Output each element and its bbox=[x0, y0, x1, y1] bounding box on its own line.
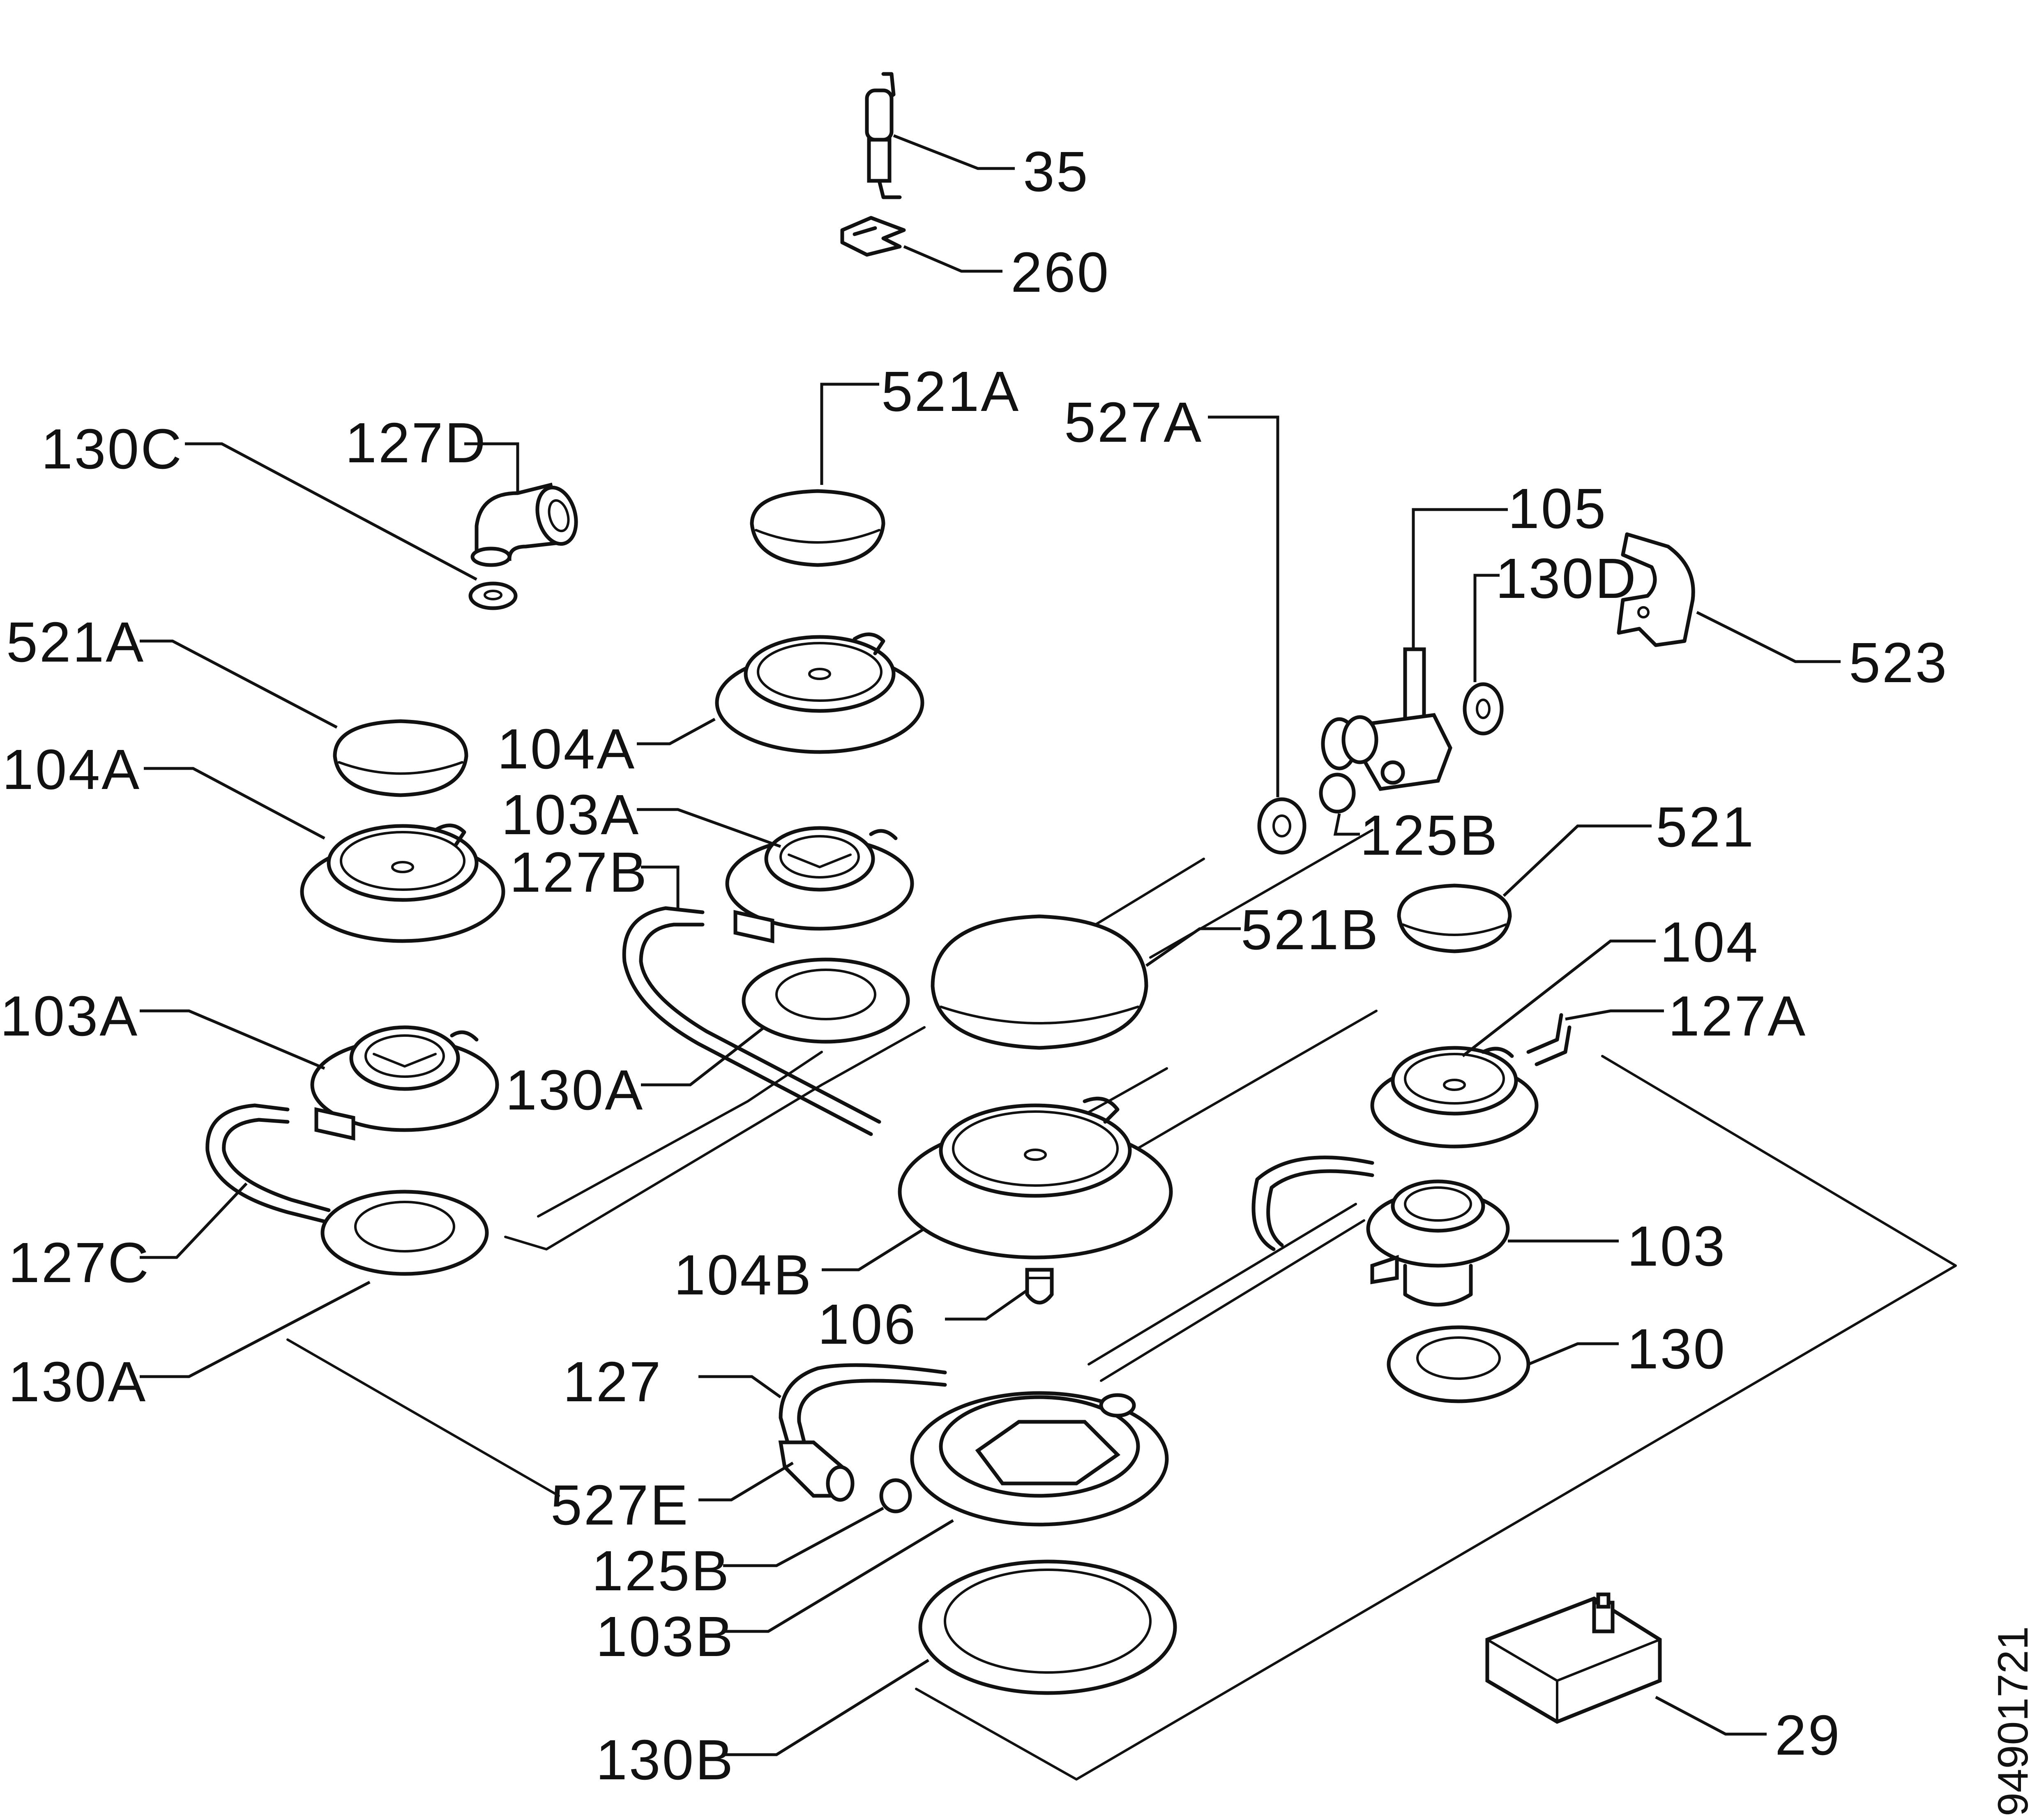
leader-lines bbox=[140, 134, 1841, 1756]
part-127A-pipe bbox=[1526, 1013, 1572, 1066]
label-130B: 130B bbox=[596, 1728, 735, 1792]
part-521A-left-burner-cap bbox=[333, 719, 468, 797]
part-521A-top-burner-cap bbox=[750, 489, 885, 567]
label-103A-center: 103A bbox=[501, 783, 640, 847]
part-127-bottom-pipe bbox=[779, 1363, 947, 1449]
label-523: 523 bbox=[1849, 631, 1948, 694]
label-29: 29 bbox=[1775, 1704, 1841, 1767]
part-130A-center-ring bbox=[742, 957, 910, 1044]
label-125B-top: 125B bbox=[1360, 804, 1499, 867]
part-130C-washer bbox=[468, 581, 518, 610]
label-130: 130 bbox=[1627, 1317, 1726, 1381]
part-527A-nut bbox=[1257, 797, 1307, 855]
part-104-right-burner bbox=[1370, 1046, 1539, 1149]
label-127B: 127B bbox=[509, 841, 648, 904]
label-106: 106 bbox=[818, 1293, 917, 1356]
part-523-bracket bbox=[1617, 532, 1695, 647]
label-521: 521 bbox=[1656, 796, 1755, 859]
label-521A-left: 521A bbox=[6, 611, 145, 674]
label-521A-top: 521A bbox=[881, 360, 1020, 423]
label-125B-bottom: 125B bbox=[592, 1539, 730, 1603]
label-260: 260 bbox=[1011, 241, 1110, 304]
part-130-right-ring bbox=[1387, 1325, 1530, 1403]
label-35: 35 bbox=[1023, 140, 1090, 203]
part-104B-large-burner bbox=[898, 1096, 1173, 1259]
drawing-code: 94901721 bbox=[1989, 1626, 2037, 1816]
part-260-clip bbox=[840, 216, 906, 257]
part-103A-left-burner-body bbox=[310, 1025, 499, 1141]
label-104B: 104B bbox=[674, 1243, 813, 1307]
part-104A-left-burner bbox=[300, 823, 505, 943]
label-104A-center: 104A bbox=[497, 717, 636, 781]
label-103: 103 bbox=[1627, 1215, 1726, 1278]
part-527E-connector bbox=[778, 1440, 855, 1502]
label-130D: 130D bbox=[1495, 547, 1638, 610]
label-103B: 103B bbox=[596, 1605, 735, 1668]
part-127B-pipe bbox=[622, 906, 881, 1136]
label-105: 105 bbox=[1508, 477, 1607, 540]
part-103B-burner-body bbox=[910, 1391, 1169, 1527]
part-29-ignition-module bbox=[1485, 1592, 1662, 1724]
label-521B: 521B bbox=[1241, 898, 1380, 962]
part-104A-center-burner bbox=[715, 632, 924, 754]
label-527E: 527E bbox=[551, 1474, 689, 1537]
part-labels: 35 260 521A 527A 130C 127D 105 130D 523 … bbox=[0, 140, 1948, 1792]
part-125B-bottom-bushing bbox=[879, 1478, 912, 1513]
part-521-right-burner-cap bbox=[1397, 883, 1512, 953]
label-104: 104 bbox=[1660, 911, 1759, 974]
label-130A-left: 130A bbox=[8, 1350, 147, 1414]
part-127D-elbow bbox=[470, 482, 578, 567]
label-127A: 127A bbox=[1668, 985, 1807, 1048]
part-127-right-pipe bbox=[1251, 1156, 1374, 1251]
label-127D: 127D bbox=[345, 411, 487, 475]
label-103A-left: 103A bbox=[0, 985, 139, 1048]
part-130A-left-ring bbox=[320, 1190, 489, 1276]
part-521B-large-burner-cap bbox=[931, 914, 1148, 1050]
label-527A: 527A bbox=[1064, 391, 1203, 454]
part-130D-washer bbox=[1463, 682, 1504, 736]
part-125B-top-bushing bbox=[1319, 773, 1356, 814]
part-127C-pipe bbox=[205, 1103, 331, 1225]
part-106-injector bbox=[1025, 1268, 1054, 1305]
label-127C: 127C bbox=[8, 1231, 150, 1294]
part-35-ignition-plug bbox=[865, 72, 902, 199]
label-130C: 130C bbox=[41, 418, 183, 481]
label-130A-center: 130A bbox=[505, 1059, 644, 1122]
part-103A-center-burner-body bbox=[725, 826, 914, 943]
label-127: 127 bbox=[563, 1350, 662, 1414]
part-130B-ring bbox=[918, 1559, 1177, 1695]
label-104A-left: 104A bbox=[2, 738, 141, 801]
part-103-right-burner-body bbox=[1366, 1179, 1510, 1307]
part-105-gas-valve bbox=[1321, 647, 1452, 791]
